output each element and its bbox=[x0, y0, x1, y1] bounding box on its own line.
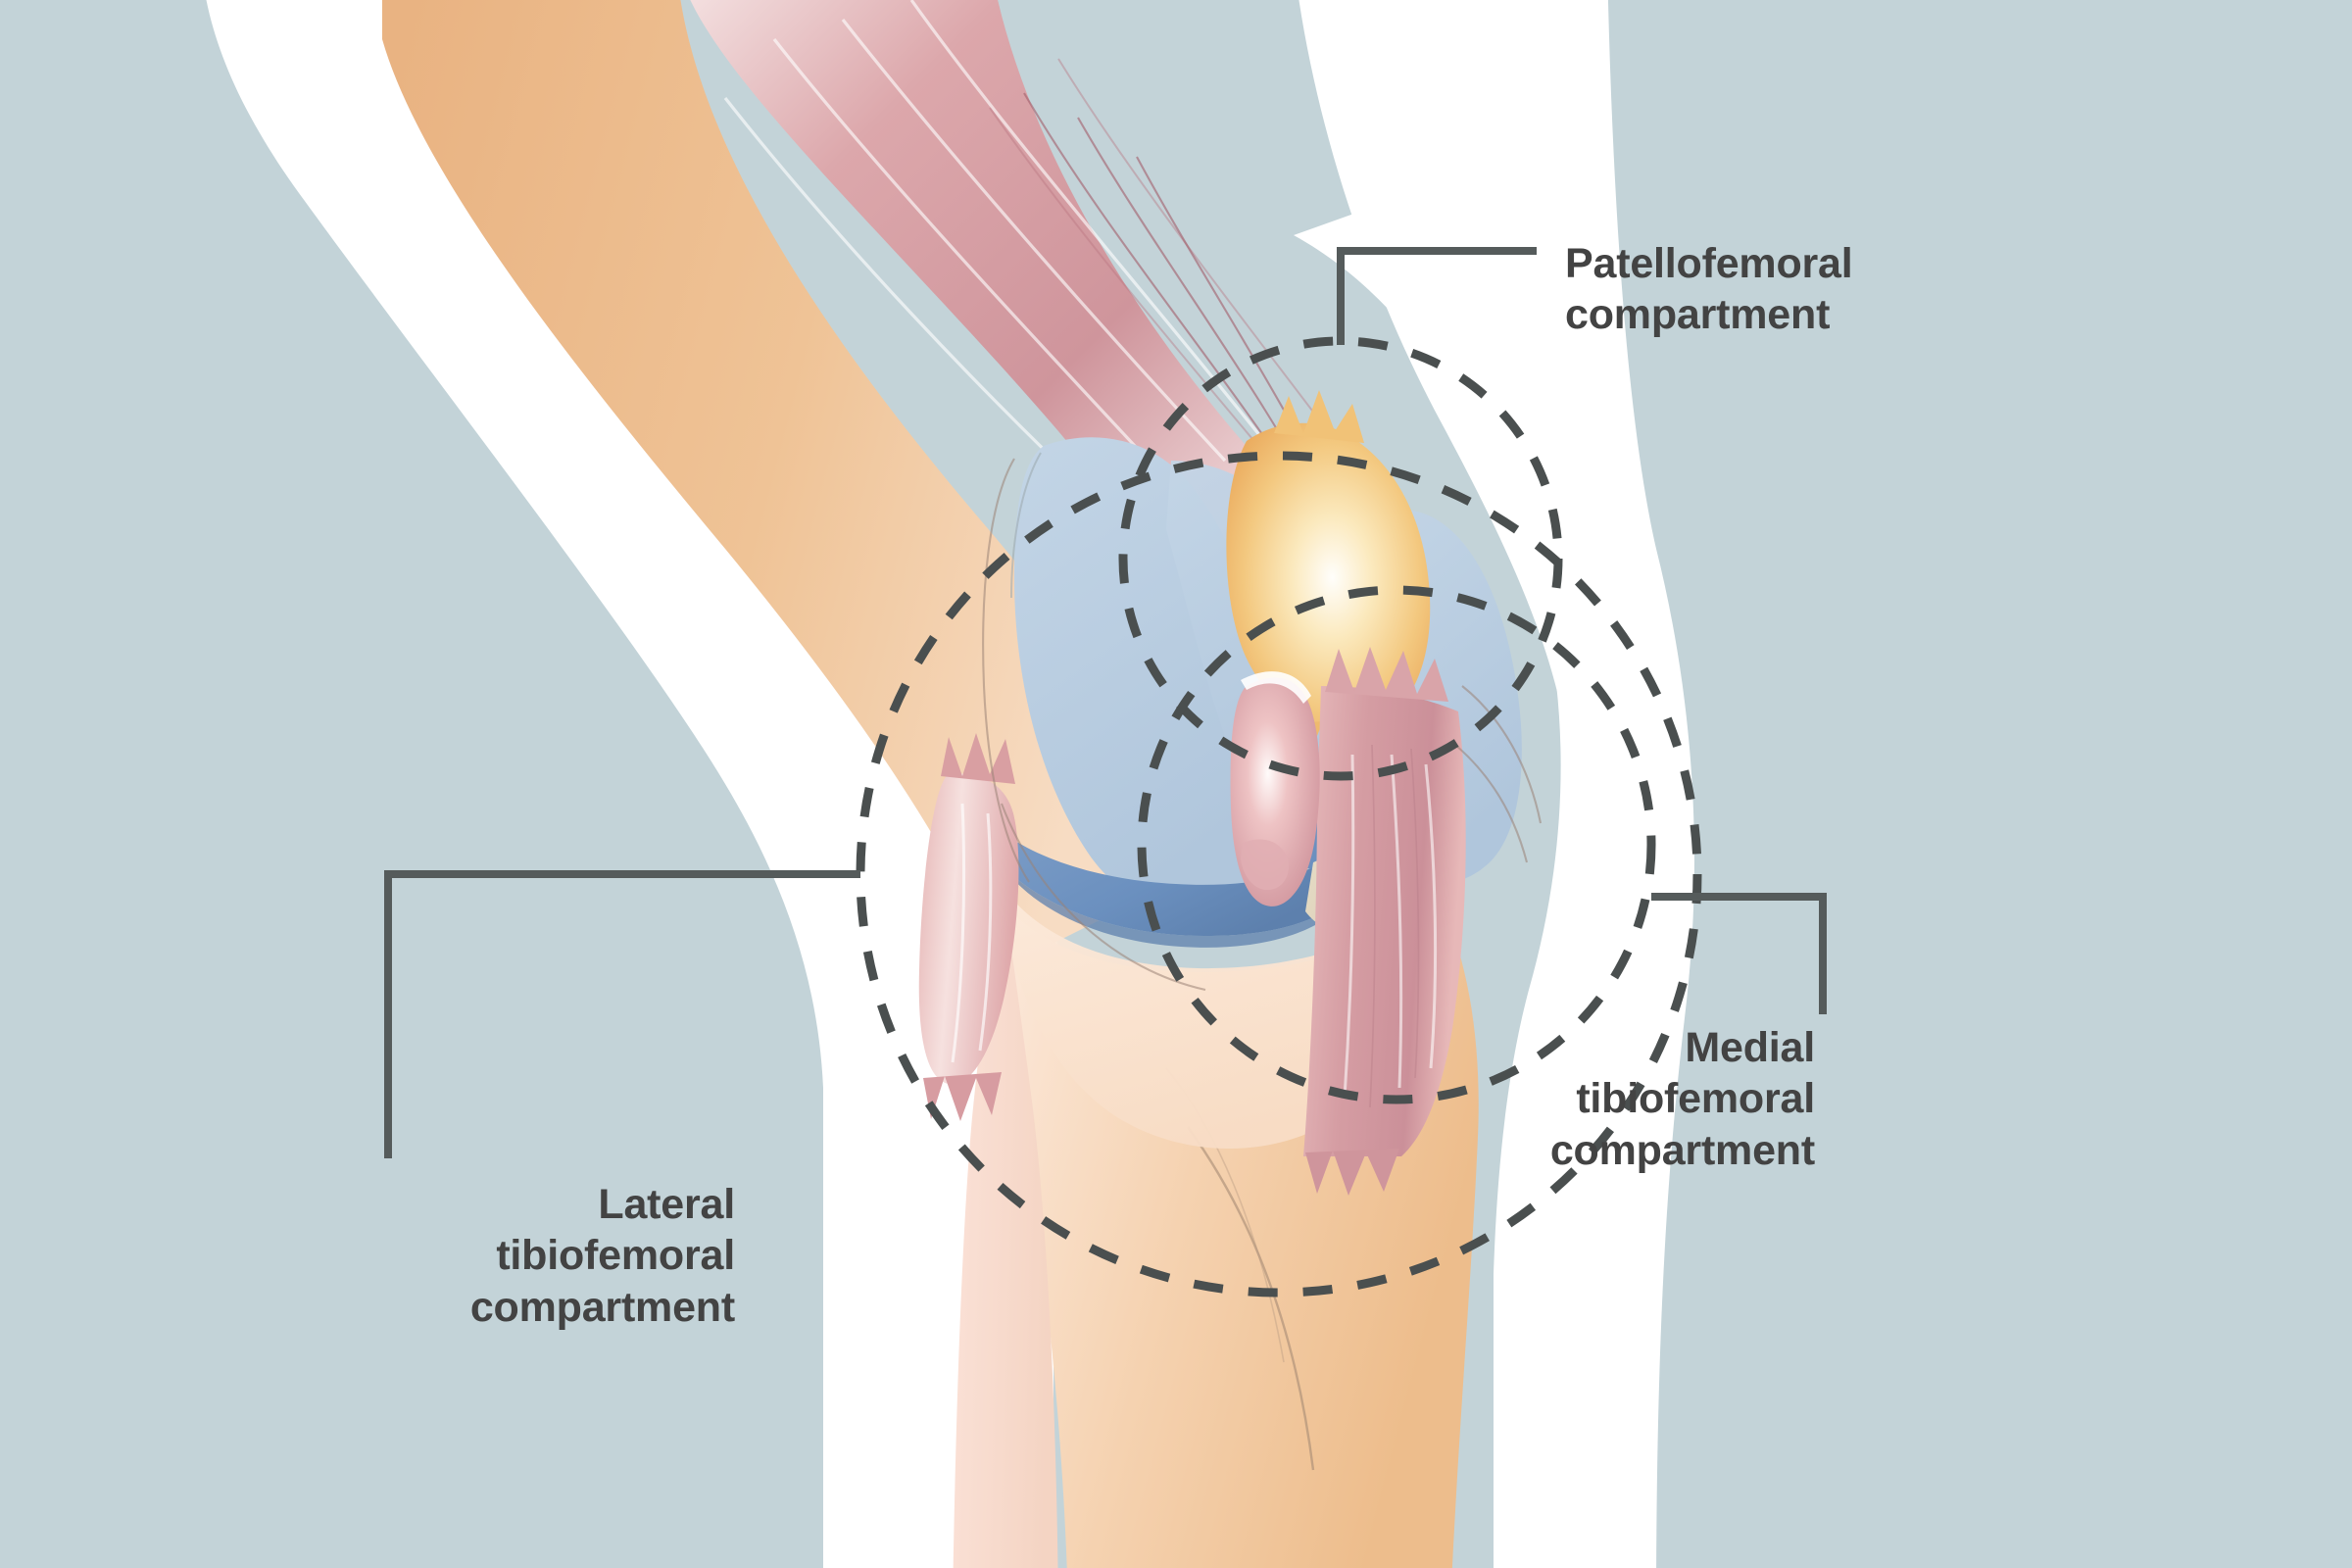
joint-capsule-lines bbox=[982, 458, 1543, 992]
leader-line-patellofemoral bbox=[1337, 247, 1537, 345]
label-lateral-tibiofemoral-compartment: Lateral tibiofemoral compartment bbox=[469, 1181, 735, 1331]
label-medial-tibiofemoral-compartment: Medial tibiofemoral compartment bbox=[1549, 1024, 1815, 1174]
label-patellofemoral-compartment: Patellofemoral compartment bbox=[1565, 240, 1853, 339]
circle-lateral-tibiofemoral bbox=[856, 451, 1702, 1298]
patellar-tendon bbox=[1303, 647, 1466, 1196]
femur-bone bbox=[382, 0, 1215, 970]
leader-lines bbox=[384, 247, 1827, 1158]
fibula-bone bbox=[953, 897, 1058, 1568]
leader-line-medial bbox=[1651, 893, 1827, 1014]
lateral-collateral-ligament bbox=[918, 733, 1019, 1121]
circle-medial-tibiofemoral bbox=[1137, 585, 1656, 1104]
skin-silhouette bbox=[206, 0, 1694, 1568]
leader-line-lateral bbox=[384, 870, 860, 1158]
medial-retinaculum bbox=[1230, 671, 1320, 906]
circle-patellofemoral bbox=[1118, 336, 1563, 781]
compartment-circles bbox=[856, 336, 1702, 1298]
